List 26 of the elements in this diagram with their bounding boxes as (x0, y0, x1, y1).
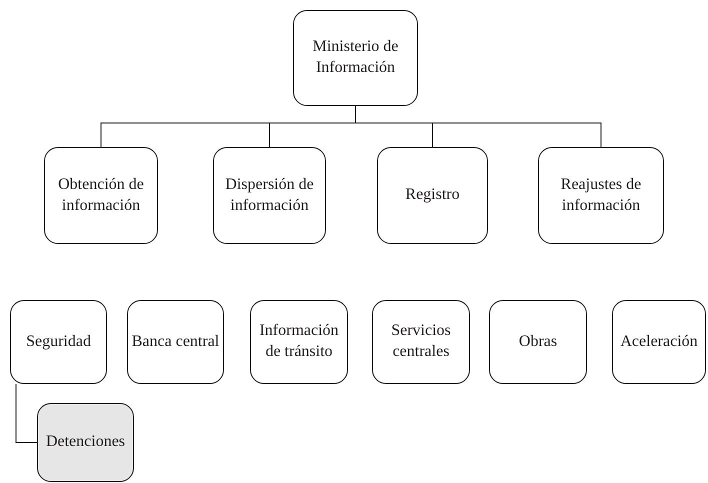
box-label: Reajustes de información (560, 174, 642, 216)
org-box (489, 300, 587, 384)
box-label: Obtención de información (57, 174, 145, 216)
connector-line (16, 384, 38, 443)
box-label: Dispersión de información (224, 174, 315, 216)
org-box (377, 147, 488, 244)
org-box (127, 300, 224, 384)
box-label: Información de tránsito (258, 321, 340, 362)
box-label: Seguridad (26, 332, 91, 352)
connector-line (355, 106, 602, 148)
box-label: Aceleración (620, 332, 698, 352)
org-box (293, 10, 418, 106)
box-label: Registro (405, 185, 460, 206)
box-label: Servicios centrales (390, 321, 452, 362)
org-box (612, 300, 706, 384)
box-label: Detenciones (46, 432, 126, 452)
org-box (538, 147, 664, 244)
box-label: Obras (518, 332, 558, 352)
org-box (44, 147, 158, 244)
org-box (372, 300, 470, 384)
box-label: Ministerio de Información (312, 37, 400, 78)
org-box (37, 403, 134, 482)
box-label: Banca central (132, 332, 220, 352)
org-box (10, 300, 107, 384)
org-box (250, 300, 348, 384)
org-box (213, 147, 326, 244)
